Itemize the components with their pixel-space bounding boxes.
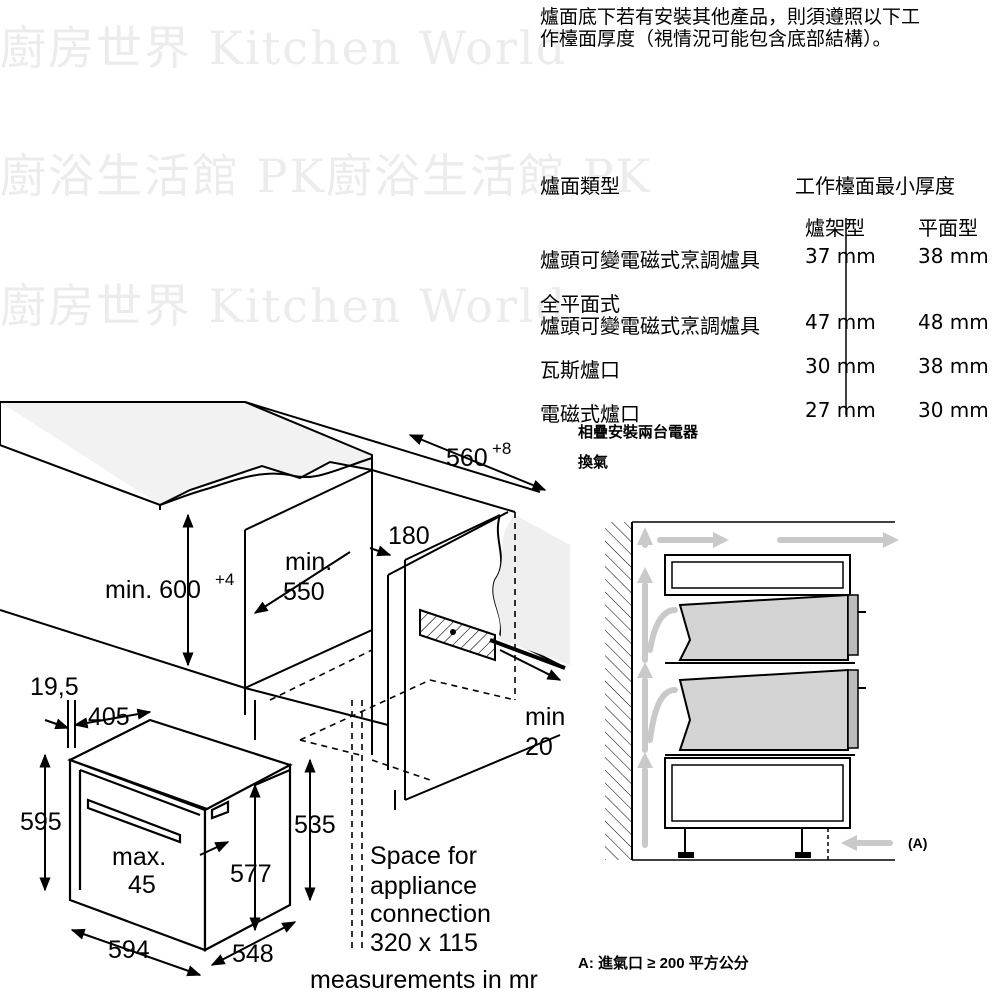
table-header-type: 爐面類型 xyxy=(540,174,620,198)
table-row-1-rack: 37 mm xyxy=(805,244,876,268)
plinth-strip xyxy=(489,638,566,670)
dim-max45-a: max. xyxy=(112,843,166,871)
dim-max45-b: 45 xyxy=(128,871,156,899)
measurements-label: measurements in mr xyxy=(310,966,538,994)
note-line-1: 爐面底下若有安裝其他產品，則須遵照以下工 xyxy=(540,6,921,28)
table-row-1-type: 爐頭可變電磁式烹調爐具 xyxy=(540,248,760,272)
table-row-4-type: 電磁式爐口 xyxy=(540,402,640,426)
dim-20-arrow xyxy=(499,649,562,681)
dim-594: 594 xyxy=(108,936,150,964)
dim-595: 595 xyxy=(20,808,62,836)
table-header-min-thickness: 工作檯面最小厚度 xyxy=(795,174,955,198)
dim-405: 405 xyxy=(88,703,130,731)
table-row-3-rack: 30 mm xyxy=(805,354,876,378)
watermark-2: 廚浴生活館 PK廚浴生活館 PK xyxy=(0,149,652,203)
space-label-2: appliance xyxy=(370,872,477,900)
air-inlet-caption: A: 進氣口 ≥ 200 平方公分 xyxy=(578,954,749,972)
dim-550-line xyxy=(253,551,351,614)
dim-535: 535 xyxy=(294,811,336,839)
oven xyxy=(67,718,293,952)
upper-cabinet xyxy=(664,554,851,596)
dim-min550-b: 550 xyxy=(283,578,325,606)
table-row-3-flat: 38 mm xyxy=(918,354,989,378)
air-inlet-marker: (A) xyxy=(908,835,927,851)
dim-min20-a: min xyxy=(525,703,565,731)
connection-point xyxy=(450,629,456,635)
dim-560: 560 xyxy=(446,444,488,472)
dim-560-sup: +8 xyxy=(492,439,511,458)
dim-min550-a: min. xyxy=(285,548,332,576)
dim-180-arrow xyxy=(369,545,392,557)
space-label-3: connection xyxy=(370,900,491,928)
table-row-4-rack: 27 mm xyxy=(805,398,876,422)
watermark-1: 廚房世界 Kitchen World xyxy=(0,21,568,75)
dim-min600: min. 600 xyxy=(105,576,201,604)
table-row-3-type: 瓦斯爐口 xyxy=(540,358,620,382)
lower-appliance xyxy=(678,668,849,751)
stack-diagram xyxy=(605,521,899,861)
installation-note: 爐面底下若有安裝其他產品，則須遵照以下工 作檯面厚度（視情況可能包含底部結構）。 xyxy=(540,6,990,50)
dim-45-arrow xyxy=(199,841,230,856)
hidden-lines xyxy=(269,512,516,950)
dim-405-line xyxy=(73,708,152,729)
space-label-4: 320 x 115 xyxy=(370,929,478,957)
wall-hatch xyxy=(605,522,632,860)
table-row-4-flat: 30 mm xyxy=(918,398,989,422)
dim-548: 548 xyxy=(232,940,274,968)
ventilation-title: 換氣 xyxy=(578,453,608,471)
table-row-1-flat: 38 mm xyxy=(918,244,989,268)
cabinet-niche xyxy=(0,469,561,810)
dim-min20-b: 20 xyxy=(525,733,553,761)
dim-min600-sup: +4 xyxy=(215,570,234,589)
dim-577: 577 xyxy=(230,860,272,888)
table-row-2-flat: 48 mm xyxy=(918,310,989,334)
stack-title: 相疊安裝兩台電器 xyxy=(578,423,699,441)
dim-594-line xyxy=(70,928,202,977)
upper-appliance xyxy=(678,593,849,661)
table-subheader-flat: 平面型 xyxy=(918,216,978,240)
table-row-2-rack: 47 mm xyxy=(805,310,876,334)
watermark-3: 廚房世界 Kitchen World xyxy=(0,279,568,333)
dim-560-line xyxy=(408,434,547,491)
note-line-2: 作檯面厚度（視情況可能包含底部結構）。 xyxy=(540,28,892,50)
dim-548-line xyxy=(210,921,297,966)
table-row-2-type-line2: 爐頭可變電磁式烹調爐具 xyxy=(540,314,760,338)
table-subheader-rack: 爐架型 xyxy=(805,216,865,240)
table-row-2-type: 全平面式 xyxy=(540,292,620,316)
base-cabinet xyxy=(664,757,851,829)
connection-box xyxy=(419,608,496,662)
dim-19-5: 19,5 xyxy=(30,673,79,701)
dim-180: 180 xyxy=(388,522,430,550)
space-label-1: Space for xyxy=(370,842,477,870)
